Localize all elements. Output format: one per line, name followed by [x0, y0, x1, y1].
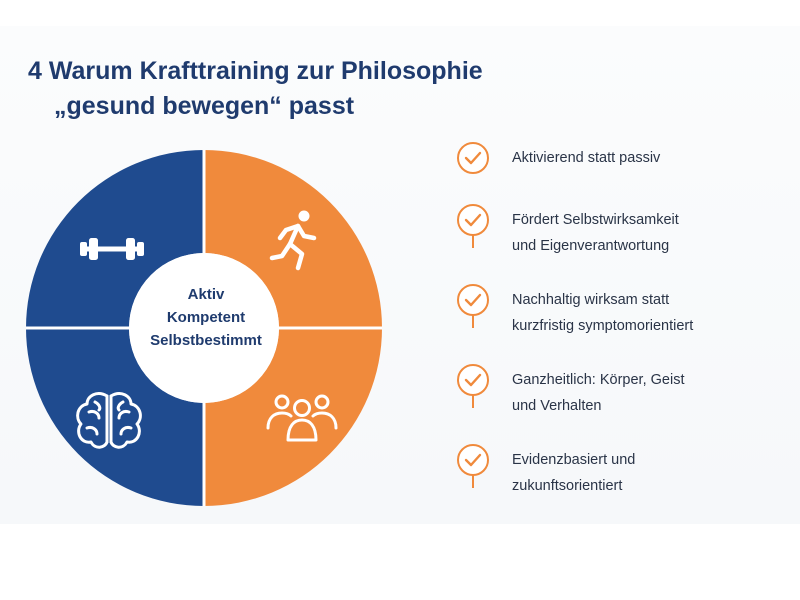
benefit-text: Fördert Selbstwirksamkeit und Eigenveran…: [512, 207, 782, 259]
title-line-1: 4 Warum Krafttraining zur Philosophie: [28, 57, 483, 85]
benefit-text: Aktivierend statt passiv: [512, 145, 782, 171]
check-pin-icon: [457, 284, 489, 328]
center-line-kompetent: Kompetent: [166, 309, 246, 326]
segment-bottom-right: [204, 328, 382, 506]
benefit-text: Nachhaltig wirksam statt kurzfristig sym…: [512, 287, 782, 339]
check-pin-icon: [457, 204, 489, 248]
center-line-aktiv: Aktiv: [187, 286, 225, 303]
check-pin-icon: [457, 444, 489, 488]
check-pin-icon: [457, 364, 489, 408]
center-line-selbstbestimmt: Selbstbestimmt: [150, 332, 262, 349]
ring-center: [129, 253, 279, 403]
benefit-line: Fördert Selbstwirksamkeit: [512, 212, 679, 228]
benefit-text: Evidenzbasiert und zukunftsorientiert: [512, 447, 782, 499]
benefit-line: und Eigenverantwortung: [512, 238, 670, 254]
dumbbell-icon: [80, 238, 144, 260]
benefit-line: kurzfristig symptomorientiert: [512, 318, 694, 334]
segment-bottom-left: [26, 328, 204, 506]
check-pin-icon: [457, 142, 489, 174]
running-person-icon: [269, 210, 317, 271]
group-people-icon: [266, 394, 338, 442]
benefit-line: Aktivierend statt passiv: [512, 150, 661, 166]
benefit-line: Nachhaltig wirksam statt: [512, 292, 670, 308]
benefit-line: zukunftsorientiert: [512, 478, 623, 494]
brain-icon: [76, 392, 142, 449]
benefit-text: Ganzheitlich: Körper, Geist und Verhalte…: [512, 367, 782, 419]
page-title: 4 Warum Krafttraining zur Philosophie „g…: [28, 54, 483, 124]
center-label: Aktiv Kompetent Selbstbestimmt: [124, 283, 288, 352]
benefit-line: Ganzheitlich: Körper, Geist: [512, 372, 685, 388]
benefit-line: Evidenzbasiert und: [512, 452, 636, 468]
segment-top-left: [26, 150, 204, 328]
philosophy-ring: [26, 150, 382, 506]
title-line-2: „gesund bewegen“ passt: [54, 92, 355, 120]
benefit-line: und Verhalten: [512, 398, 602, 414]
